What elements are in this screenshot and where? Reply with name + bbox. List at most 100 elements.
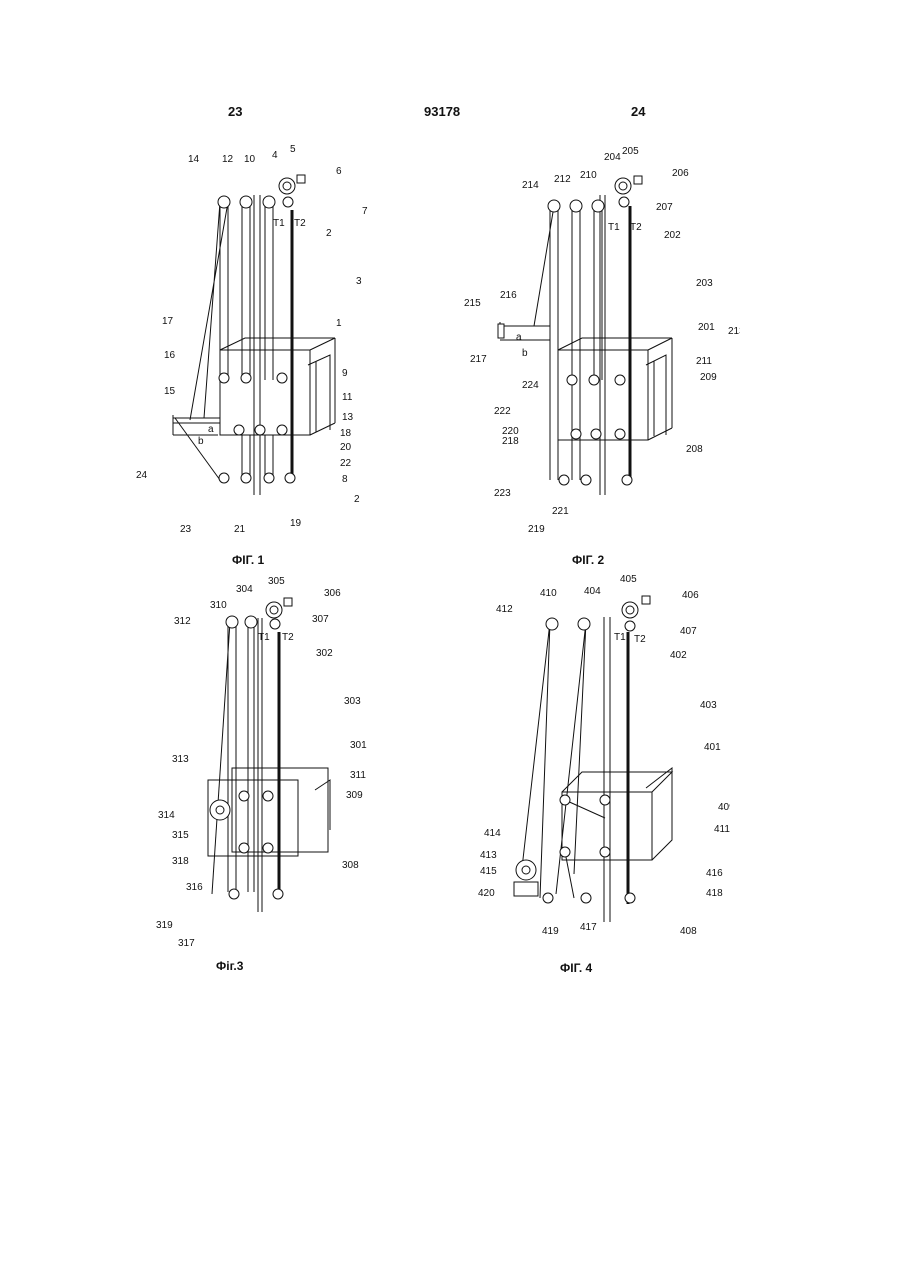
label: 16	[164, 350, 176, 361]
label: T2	[634, 634, 646, 645]
label: 317	[178, 938, 195, 949]
label: 310	[210, 600, 227, 611]
label: 305	[268, 576, 285, 587]
label: 205	[622, 146, 639, 157]
label: 223	[494, 488, 511, 499]
label: 13	[342, 412, 354, 423]
elevator-car	[558, 338, 672, 440]
label: 14	[188, 154, 200, 165]
label: 8	[342, 474, 348, 485]
label: 414	[484, 828, 501, 839]
label: 319	[156, 920, 173, 931]
label: 312	[174, 616, 191, 627]
label: 309	[346, 790, 363, 801]
figure-caption: ФІГ. 4	[560, 961, 593, 975]
figure-1: 14 12 10 4 5 6 7 2 3 1 9 11 13 18 20 22 …	[130, 140, 370, 580]
figure-4: 412 410 404 405 406 407 402 403 401 409 …	[470, 572, 730, 992]
label: b	[198, 436, 204, 447]
label: 413	[480, 850, 497, 861]
label: 1	[336, 318, 342, 329]
label: 302	[316, 648, 333, 659]
label: 216	[500, 290, 517, 301]
label: 217	[470, 354, 487, 365]
patent-number: 93178	[424, 104, 460, 119]
label: 24	[136, 470, 148, 481]
pulleys	[514, 596, 650, 903]
label: 22	[340, 458, 352, 469]
label: 5	[290, 144, 296, 155]
label: 308	[342, 860, 359, 871]
label: 213	[728, 326, 740, 337]
label: 209	[700, 372, 717, 383]
label: 404	[584, 586, 601, 597]
label: T1	[273, 218, 285, 229]
label: 406	[682, 590, 699, 601]
label: 221	[552, 506, 569, 517]
label: 6	[336, 166, 342, 177]
label: 313	[172, 754, 189, 765]
label: T2	[294, 218, 306, 229]
label: 18	[340, 428, 352, 439]
label: 405	[620, 574, 637, 585]
label: 7	[362, 206, 368, 217]
label: 21	[234, 524, 246, 535]
label: 222	[494, 406, 511, 417]
label: T2	[282, 632, 294, 643]
label: 214	[522, 180, 539, 191]
label: 314	[158, 810, 175, 821]
label: 10	[244, 154, 256, 165]
label: 211	[696, 356, 712, 367]
label: 201	[698, 322, 715, 333]
label: T1	[608, 222, 620, 233]
label: 203	[696, 278, 713, 289]
label: 318	[172, 856, 189, 867]
label: b	[522, 348, 528, 359]
figure-2: 214 212 210 204 205 206 207 202 203 201 …	[460, 140, 740, 580]
label: 208	[686, 444, 703, 455]
figure-caption: Фіг.3	[216, 959, 244, 973]
label: 418	[706, 888, 723, 899]
pulleys	[498, 176, 642, 485]
label: 402	[670, 650, 687, 661]
label: 316	[186, 882, 203, 893]
label: 204	[604, 152, 621, 163]
label: 304	[236, 584, 253, 595]
label: 2	[326, 228, 332, 239]
label: 206	[672, 168, 689, 179]
figure-4-drawing: 412 410 404 405 406 407 402 403 401 409 …	[470, 572, 730, 992]
label: 219	[528, 524, 545, 535]
label: 207	[656, 202, 673, 213]
label: 11	[342, 392, 353, 403]
label: 212	[554, 174, 571, 185]
label: 2	[354, 494, 360, 505]
figure-3: 312 310 304 305 306 307 302 303 301 311 …	[150, 572, 390, 992]
label: 403	[700, 700, 717, 711]
label: 210	[580, 170, 597, 181]
label: 401	[704, 742, 721, 753]
elevator-car	[220, 338, 335, 435]
label: 20	[340, 442, 352, 453]
figure-caption: ФІГ. 2	[572, 553, 605, 567]
page-number-right: 24	[631, 104, 645, 119]
label: 307	[312, 614, 329, 625]
label: T1	[258, 632, 270, 643]
label: 419	[542, 926, 559, 937]
label: 23	[180, 524, 192, 535]
label: 3	[356, 276, 362, 287]
label: a	[208, 424, 214, 435]
label: 9	[342, 368, 348, 379]
label: 420	[478, 888, 495, 899]
label: 218	[502, 436, 519, 447]
label: a	[516, 332, 522, 343]
label: 415	[480, 866, 497, 877]
label: 409	[718, 802, 730, 813]
label: 224	[522, 380, 539, 391]
figure-1-drawing: 14 12 10 4 5 6 7 2 3 1 9 11 13 18 20 22 …	[130, 140, 370, 580]
figure-3-drawing: 312 310 304 305 306 307 302 303 301 311 …	[150, 572, 390, 992]
label: 19	[290, 518, 302, 529]
label: 311	[350, 770, 366, 781]
label: T2	[630, 222, 642, 233]
label: 17	[162, 316, 174, 327]
label: 407	[680, 626, 697, 637]
label: 408	[680, 926, 697, 937]
